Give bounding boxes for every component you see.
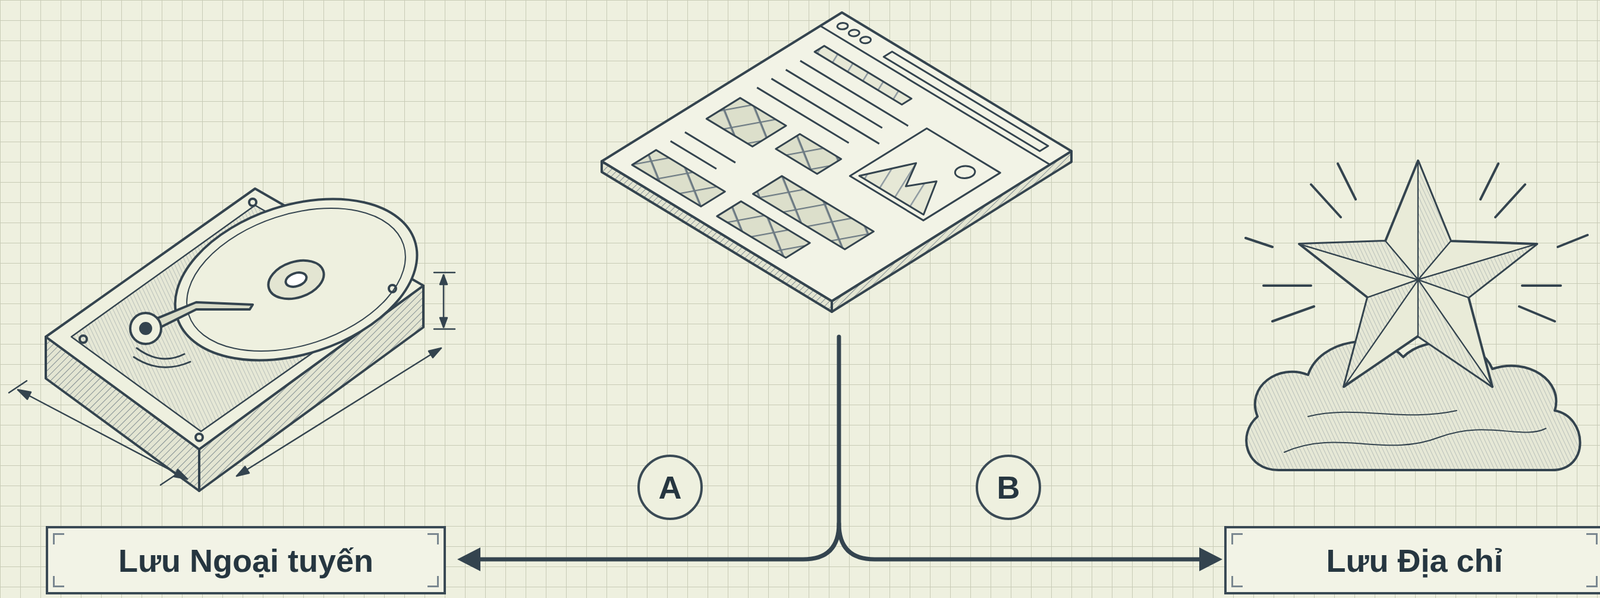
- node-text: B: [997, 468, 1021, 506]
- corner-mark: [1586, 575, 1598, 587]
- corner-mark: [1586, 532, 1598, 545]
- option-circle: B: [975, 454, 1042, 520]
- option-circle: A: [637, 454, 703, 520]
- corner-mark: [1231, 575, 1243, 587]
- arrowheads: [457, 547, 1223, 571]
- label-box: Lưu Địa chỉ: [1224, 525, 1600, 594]
- hard-disk: [8, 170, 455, 491]
- corner-mark: [427, 575, 439, 587]
- corner-mark: [427, 532, 439, 545]
- corner-mark: [52, 532, 65, 545]
- node-text: Lưu Ngoại tuyến: [118, 541, 374, 579]
- node-text: A: [658, 468, 682, 506]
- label-box: Lưu Ngoại tuyến: [45, 525, 446, 594]
- node-text: Lưu Địa chỉ: [1325, 541, 1503, 579]
- flow-lines: [475, 336, 1207, 559]
- corner-mark: [1231, 532, 1243, 545]
- corner-mark: [52, 575, 65, 587]
- star-cloud: [1245, 160, 1588, 470]
- web-page: [601, 12, 1072, 312]
